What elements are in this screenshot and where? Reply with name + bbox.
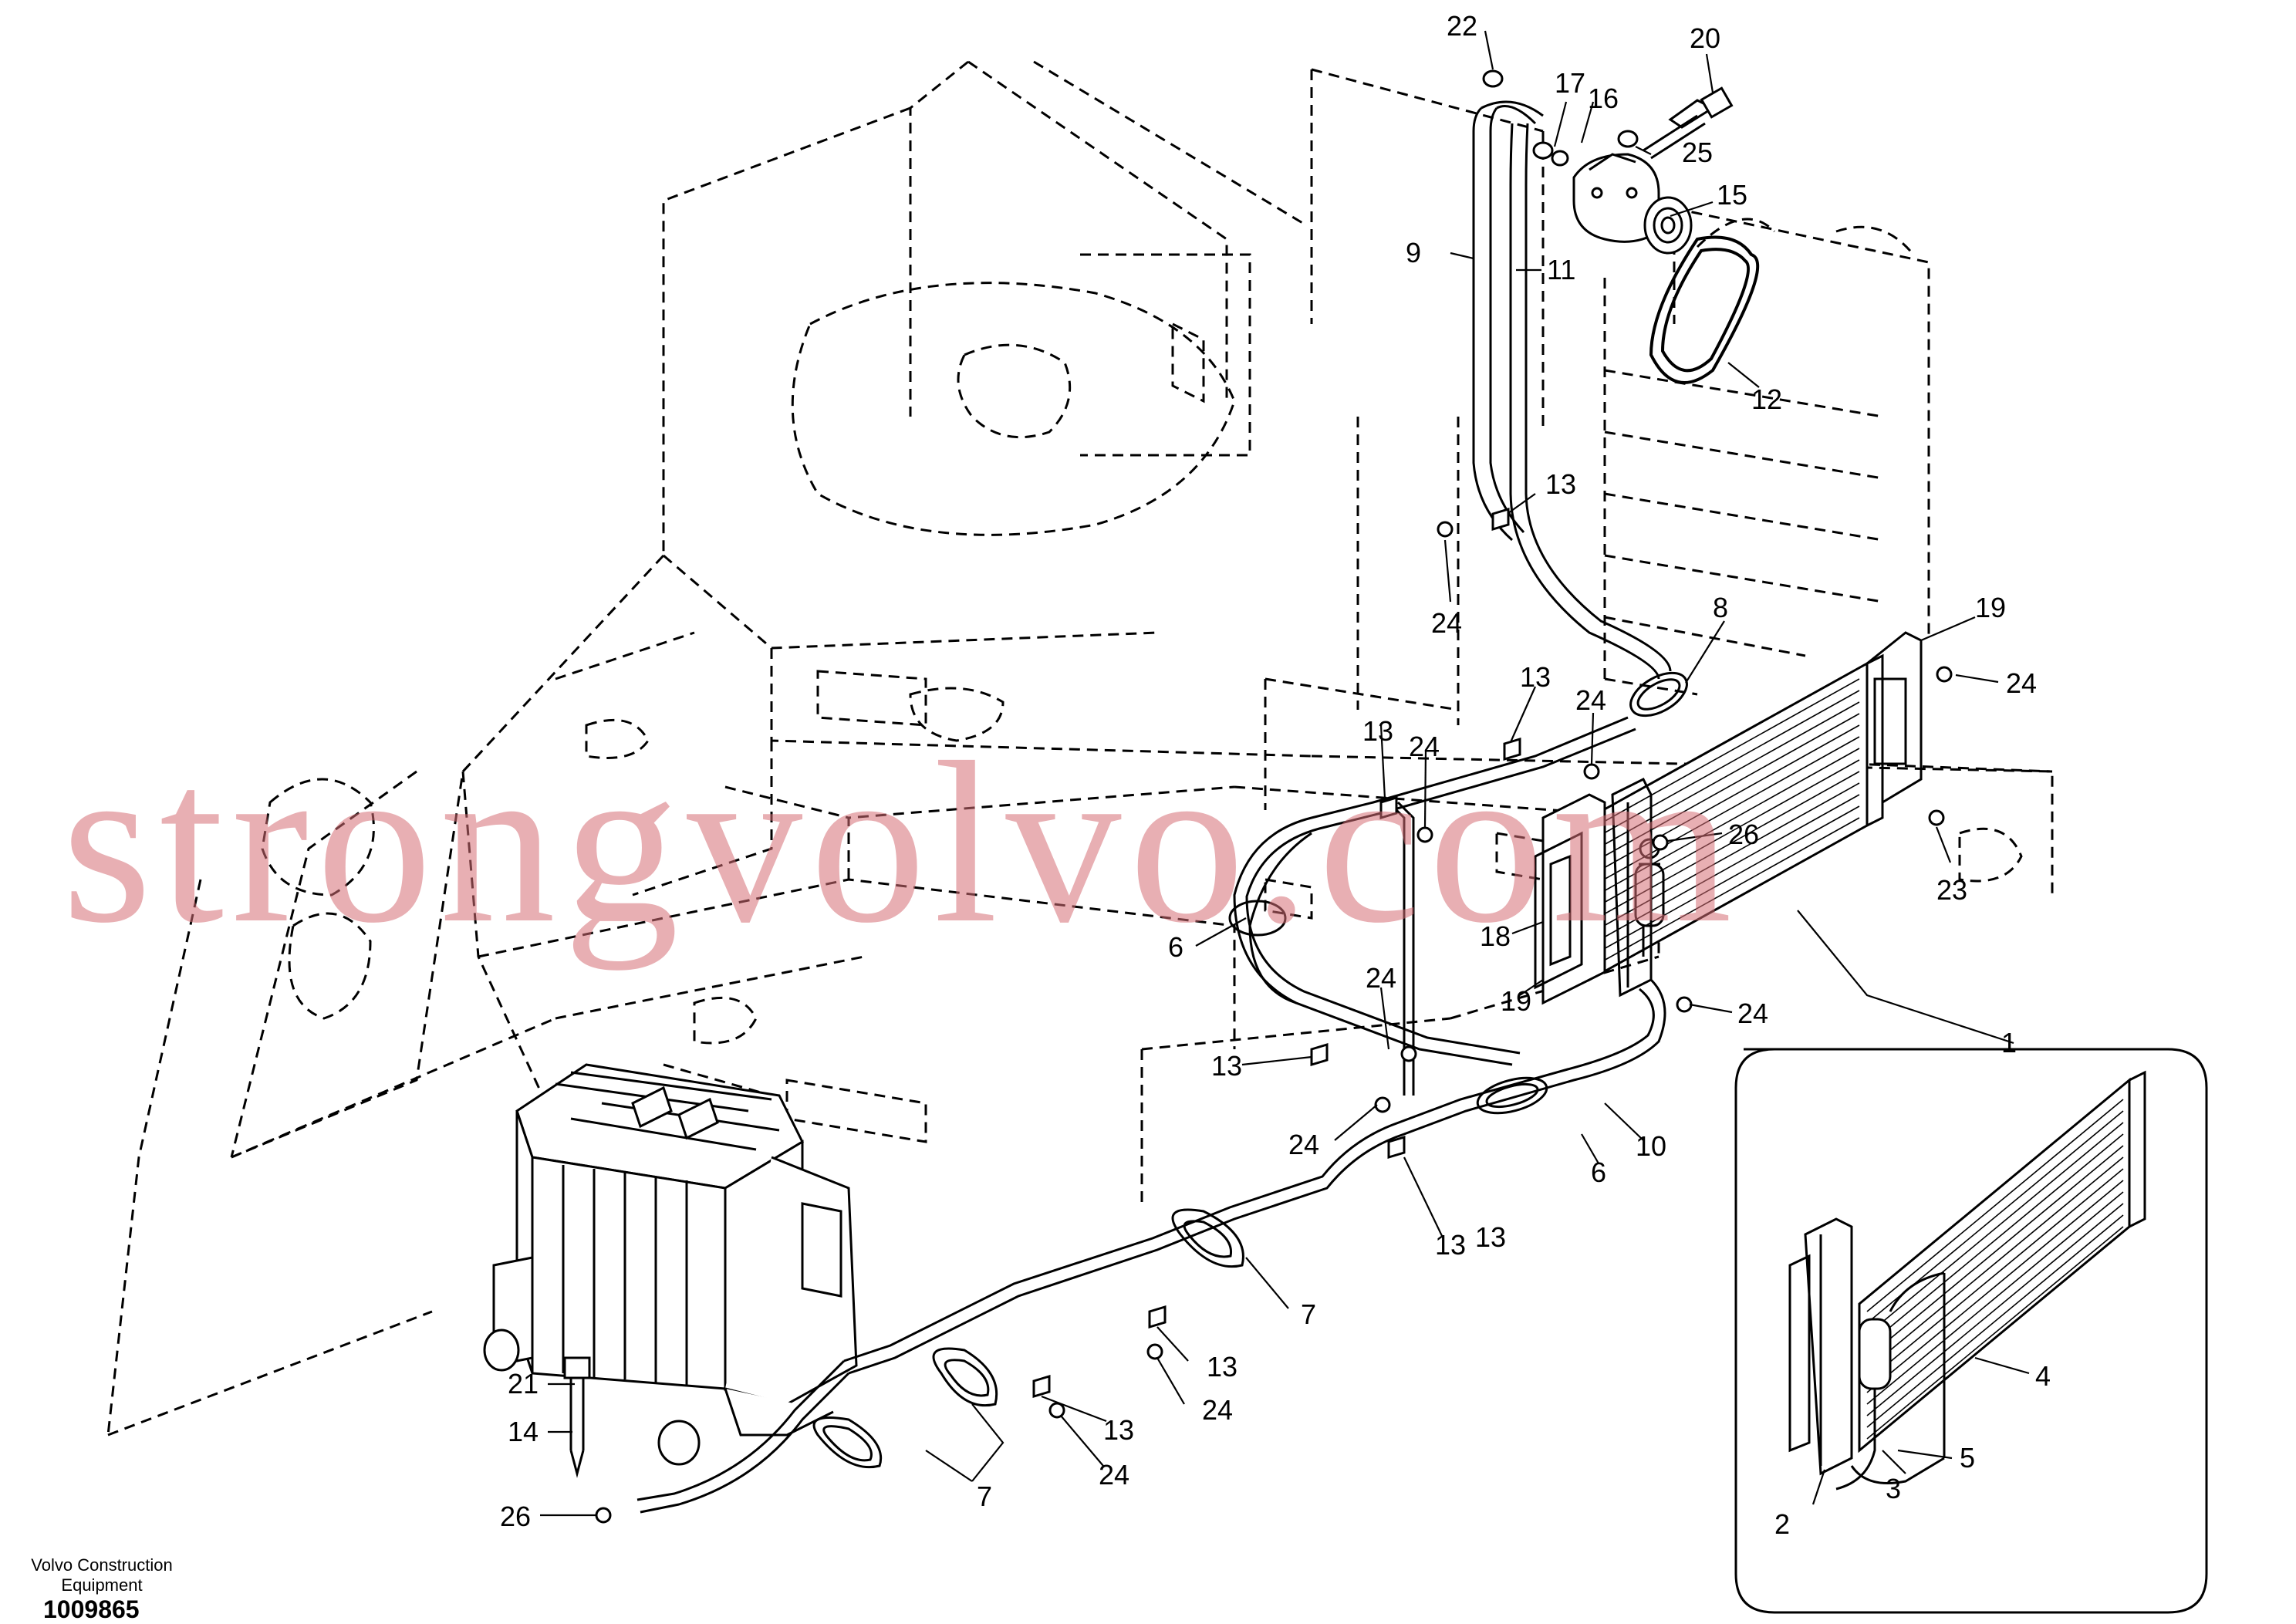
callout-24d: 24 [1409,731,1440,762]
callout-19b: 19 [1501,985,1531,1017]
callout-4: 4 [2035,1360,2051,1392]
callout-26a: 26 [1728,819,1759,850]
callout-7a: 7 [1301,1298,1316,1330]
callout-13d: 13 [1211,1050,1242,1082]
callout-24i: 24 [1099,1459,1129,1491]
callout-13a: 13 [1545,468,1576,500]
callout-10: 10 [1636,1130,1666,1162]
callout-13g: 13 [1103,1414,1134,1446]
callout-7b: 7 [977,1481,992,1512]
company-label: Volvo Construction Equipment [31,1555,173,1595]
callout-18: 18 [1480,920,1511,952]
callout-15: 15 [1717,179,1747,211]
compressor [1572,153,1693,255]
callout-24f: 24 [1737,998,1768,1029]
drawing-number: 1009865 [43,1595,140,1623]
callout-1: 1 [2001,1027,2017,1058]
callout-21: 21 [508,1368,539,1399]
callout-19a: 19 [1975,592,2006,623]
callout-9: 9 [1406,237,1421,268]
condenser [1534,631,1923,1005]
callout-6a: 6 [1168,931,1183,963]
detail-inset [1734,1048,2208,1614]
callout-24a: 24 [1431,607,1462,639]
fasteners [595,69,1953,1524]
callout-labels: 22 20 17 16 25 15 9 11 12 13 24 8 19 24 … [500,10,2051,1540]
callout-24g: 24 [1288,1129,1319,1160]
callout-25: 25 [1682,137,1713,168]
callout-26b: 26 [500,1501,531,1532]
callout-24e: 24 [1366,962,1396,994]
callout-24c: 24 [1575,684,1606,716]
leader-lines [540,30,2030,1517]
callout-5: 5 [1960,1442,1975,1474]
callout-20: 20 [1690,22,1720,54]
callout-24b: 24 [2006,667,2037,699]
callout-23: 23 [1936,874,1967,906]
callout-22: 22 [1447,10,1477,42]
callout-16: 16 [1588,83,1619,114]
callout-12: 12 [1751,383,1782,415]
callout-13e: 13 [1435,1229,1466,1261]
callout-8: 8 [1713,592,1728,623]
callout-6b: 6 [1591,1156,1606,1188]
callout-13b: 13 [1520,661,1551,693]
callout-13c: 13 [1362,715,1393,747]
evaporator-unit [483,1063,858,1466]
callout-24h: 24 [1202,1394,1233,1426]
belt [1649,235,1760,384]
callout-13f: 13 [1207,1351,1237,1383]
refrigerant-hoses [563,100,1688,1514]
callout-14: 14 [508,1416,539,1447]
callout-13h: 13 [1475,1221,1506,1253]
callout-2: 2 [1774,1508,1790,1540]
callout-17: 17 [1555,67,1585,99]
callout-3: 3 [1886,1473,1901,1504]
callout-11: 11 [1547,254,1575,285]
